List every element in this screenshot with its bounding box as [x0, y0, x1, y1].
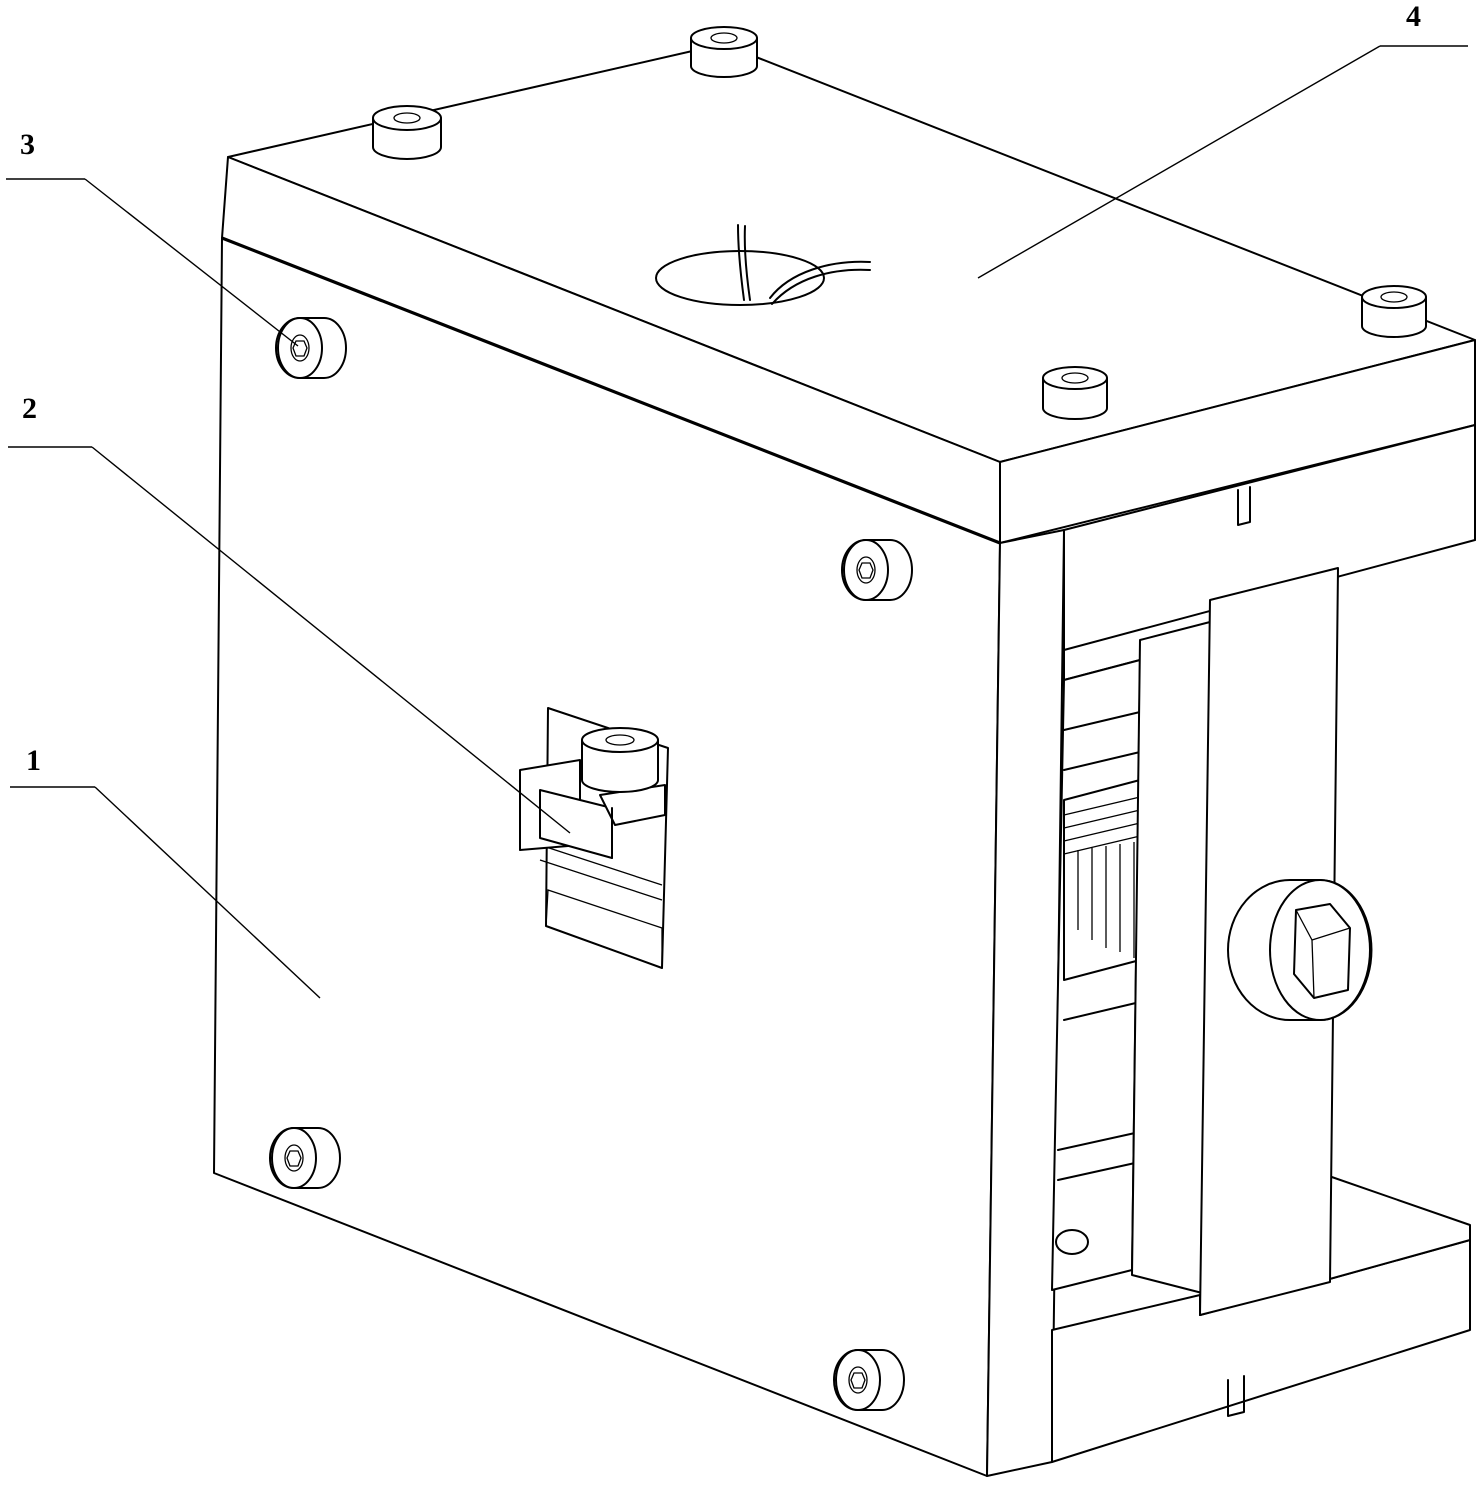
front-bolt-bottom-right: [834, 1350, 904, 1410]
front-bolt-bottom-left: [270, 1128, 340, 1188]
top-bolt-1: [373, 106, 441, 159]
callout-1-label: 1: [26, 744, 41, 777]
front-bolt-top-right: [842, 540, 912, 600]
top-bolt-4: [1043, 367, 1107, 419]
callout-4-label: 4: [1406, 0, 1421, 33]
callout-2-label: 2: [22, 392, 37, 425]
top-bolt-3: [1362, 286, 1426, 337]
large-hex-bolt: [1228, 880, 1371, 1020]
callout-4: 4: [978, 0, 1468, 278]
callout-3-label: 3: [20, 128, 35, 161]
front-bolt-top-left: [276, 318, 346, 378]
top-bolt-2: [691, 27, 757, 77]
